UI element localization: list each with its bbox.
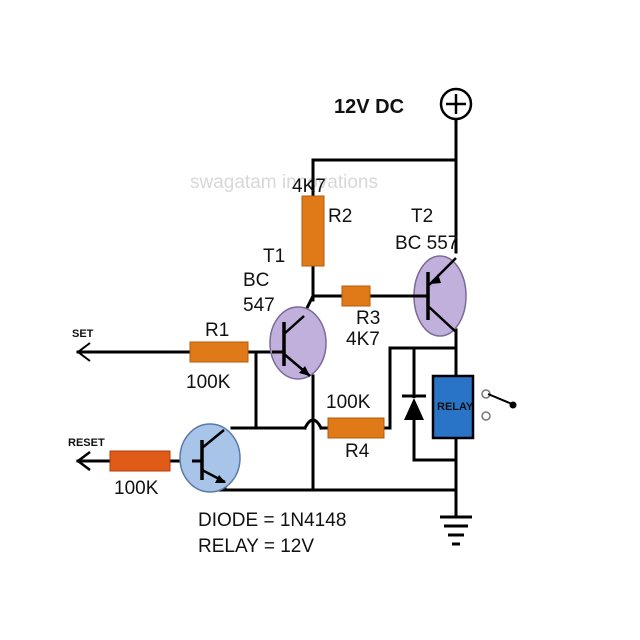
r1-name: R1 xyxy=(205,320,229,341)
note-diode: DIODE = 1N4148 xyxy=(198,510,346,531)
resistor-r1 xyxy=(189,341,249,363)
transistor-reset-icon xyxy=(179,423,241,493)
resistor-reset xyxy=(109,450,171,472)
resistor-r4 xyxy=(327,417,385,439)
set-label: SET xyxy=(72,328,94,340)
t1-part-line1: BC xyxy=(243,270,269,291)
resistor-r2 xyxy=(301,195,325,267)
set-arrow-icon xyxy=(76,342,91,362)
r2-value: 4K7 xyxy=(292,176,326,197)
transistor-t2-icon xyxy=(412,255,467,337)
wiring xyxy=(76,118,458,517)
r3-name: R3 xyxy=(356,308,380,329)
t2-part: BC 557 xyxy=(395,233,458,254)
r4-name: R4 xyxy=(345,441,370,462)
relay-box-label: RELAY xyxy=(437,401,474,413)
t1-part-line2: 547 xyxy=(243,295,275,316)
note-relay: RELAY = 12V xyxy=(198,536,314,557)
relay-icon xyxy=(431,374,475,440)
reset-resistor-value: 100K xyxy=(114,478,159,499)
t2-name: T2 xyxy=(411,206,433,227)
wire-hop xyxy=(302,418,324,431)
supply-label: 12V DC xyxy=(334,96,404,118)
switch-icon xyxy=(481,389,517,421)
r1-value: 100K xyxy=(186,372,231,393)
r3-value: 4K7 xyxy=(346,329,380,350)
r4-value: 100K xyxy=(326,392,371,413)
resistor-r3 xyxy=(341,285,371,307)
t1-name: T1 xyxy=(263,246,285,267)
plus-icon xyxy=(439,87,473,121)
reset-arrow-icon xyxy=(75,451,91,471)
diode-icon xyxy=(402,386,426,420)
r2-name: R2 xyxy=(328,206,352,227)
ground-icon xyxy=(440,515,472,546)
watermark: swagatam innovations xyxy=(190,172,378,193)
reset-label: RESET xyxy=(68,437,105,449)
transistor-t1-icon xyxy=(269,306,327,380)
